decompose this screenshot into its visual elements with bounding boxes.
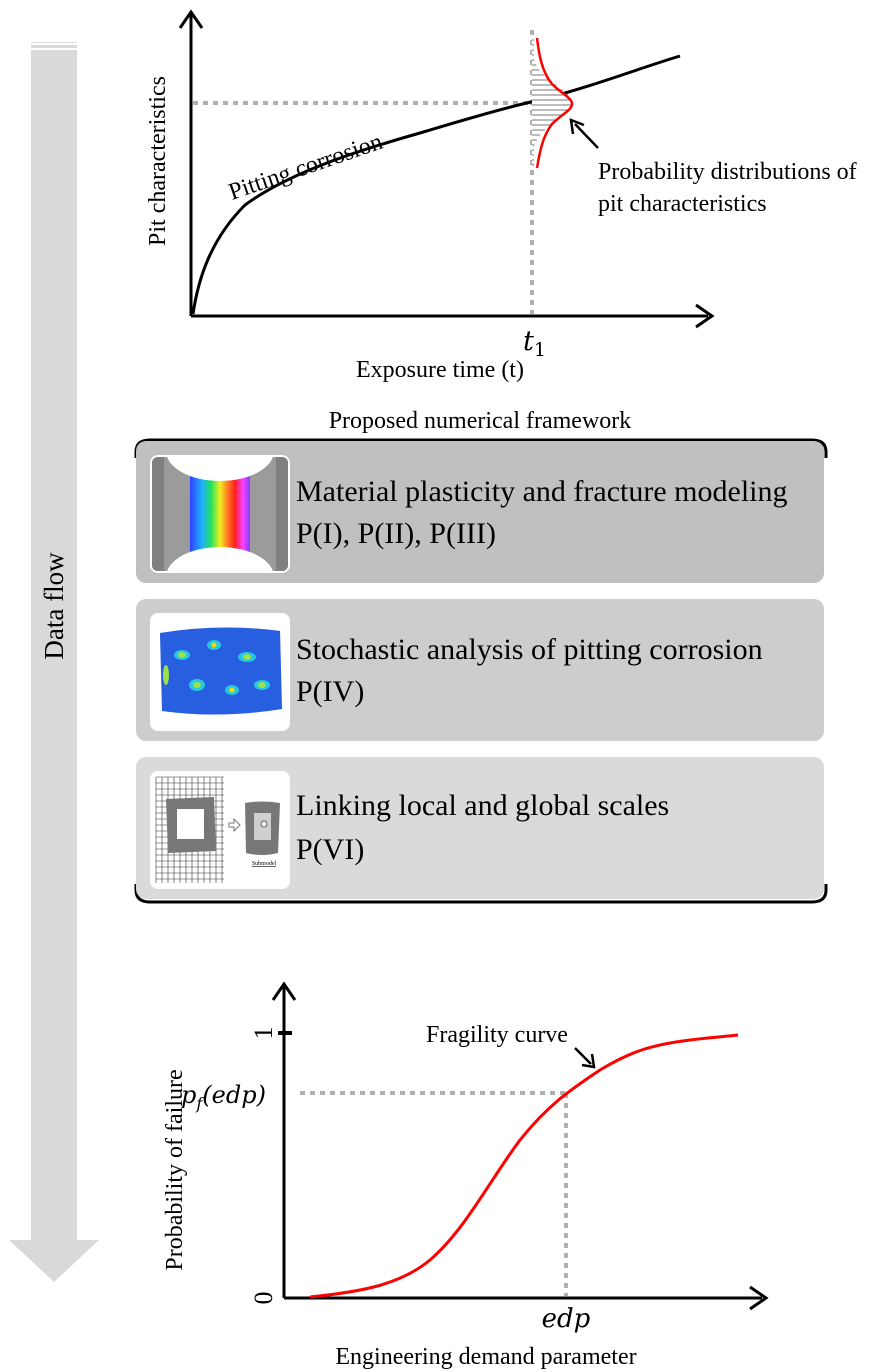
framework-panel-scales: Submodel Linking local and global scales… bbox=[136, 757, 824, 899]
data-flow-arrow: Data flow bbox=[9, 42, 99, 1282]
y-axis-arrowhead bbox=[178, 9, 204, 29]
fragility-chart: Fragility curve 1 0 pf(edp) Probability … bbox=[162, 981, 769, 1370]
fracture-specimen-thumbnail bbox=[150, 455, 290, 573]
pf-label: pf(edp) bbox=[181, 1081, 266, 1113]
panel-title-scales: Linking local and global scales bbox=[296, 789, 670, 822]
y-axis-label: Pit characteristics bbox=[145, 76, 171, 246]
pf-argument: (edp) bbox=[202, 1081, 266, 1109]
submodel-grid-thumbnail: Submodel bbox=[150, 771, 290, 889]
fragility-annotation-arrow bbox=[574, 1047, 592, 1065]
tick-one: 1 bbox=[249, 1027, 278, 1040]
panel-refs-plasticity: P(I), P(II), P(III) bbox=[296, 517, 496, 550]
framework-panel-stochastic: Stochastic analysis of pitting corrosion… bbox=[136, 599, 824, 741]
tick-zero: 0 bbox=[249, 1292, 278, 1305]
annotation-line-1: Probability distributions of bbox=[598, 159, 857, 185]
fragility-y-arrowhead bbox=[271, 981, 297, 1001]
panel-refs-stochastic: P(IV) bbox=[296, 675, 365, 708]
pf-main: p bbox=[181, 1081, 196, 1109]
submodel-caption: Submodel bbox=[252, 861, 277, 867]
fragility-x-label: Engineering demand parameter bbox=[335, 1344, 636, 1370]
fragility-curve-label: Fragility curve bbox=[426, 1022, 568, 1048]
framework-panel-plasticity: Material plasticity and fracture modelin… bbox=[136, 441, 824, 583]
fragility-curve bbox=[309, 1033, 739, 1299]
annotation-line-2: pit characteristics bbox=[598, 191, 767, 217]
x-axis-arrowhead bbox=[695, 303, 715, 329]
curve-label: Pitting corrosion bbox=[225, 129, 385, 206]
framework-title: Proposed numerical framework bbox=[329, 408, 632, 434]
t1-label: t1 bbox=[523, 326, 546, 361]
framework-bracket-bottom bbox=[134, 884, 828, 904]
panel-title-plasticity: Material plasticity and fracture modelin… bbox=[296, 475, 788, 508]
pitted-plate-stress-map-thumbnail bbox=[150, 613, 290, 731]
pit-characteristics-chart: Pitting corrosion Pit characteristics Ex… bbox=[145, 9, 857, 383]
pf-subscript: f bbox=[195, 1094, 205, 1113]
data-flow-label: Data flow bbox=[39, 552, 69, 660]
panel-refs-scales: P(VI) bbox=[296, 833, 365, 866]
x-axis-label: Exposure time (t) bbox=[356, 357, 524, 383]
pitting-corrosion-curve bbox=[191, 54, 681, 315]
t1-subscript: 1 bbox=[534, 339, 546, 361]
fragility-y-label: Probability of failure bbox=[162, 1069, 188, 1270]
edp-label: edp bbox=[542, 1304, 591, 1334]
annotation-arrow bbox=[574, 123, 599, 149]
probability-distribution bbox=[532, 34, 574, 169]
panel-title-stochastic: Stochastic analysis of pitting corrosion bbox=[296, 633, 763, 666]
t1-main: t bbox=[523, 326, 534, 357]
fragility-x-arrowhead bbox=[749, 1285, 769, 1311]
